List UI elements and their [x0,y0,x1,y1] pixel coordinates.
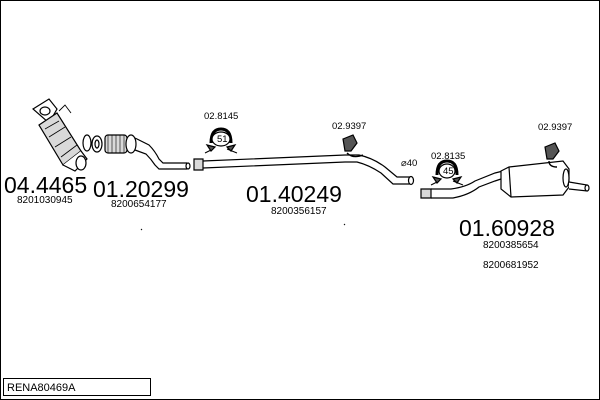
part-ref-rear-silencer-2: 8200681952 [483,260,539,271]
part-number-middle-pipe: 01.40249 [246,181,342,207]
clamp-size-51: 51 [217,134,228,145]
part-number-catalytic-converter: 04.4465 [4,172,88,198]
clamp-45-part [430,159,464,186]
diagram-code-box: RENA80469A [3,378,151,396]
part-ref-rear-silencer-1: 8200385654 [483,240,539,251]
part-number-front-pipe: 01.20299 [93,176,189,202]
middle-pipe-part [193,154,415,186]
rubber-mount-1-part [342,134,364,158]
mount-code-2: 02.9397 [538,122,573,133]
clamp-code-45: 02.8135 [431,151,466,162]
rubber-mount-2-part [544,142,560,168]
reference-dots [140,223,346,231]
part-ref-front-pipe: 8200654177 [111,199,167,210]
clamp-51-part [204,127,238,154]
clamp-size-45: 45 [443,166,454,177]
catalytic-converter-part [31,98,88,172]
front-pipe-part [82,134,191,170]
part-ref-catalytic-converter: 8201030945 [17,195,73,206]
mount-code-1: 02.9397 [332,121,367,132]
rear-silencer-part [420,160,590,199]
clamp-code-51: 02.8145 [204,111,239,122]
pipe-diameter-label: ⌀40 [401,158,418,169]
part-number-rear-silencer: 01.60928 [459,215,555,241]
part-ref-middle-pipe: 8200356157 [271,206,327,217]
